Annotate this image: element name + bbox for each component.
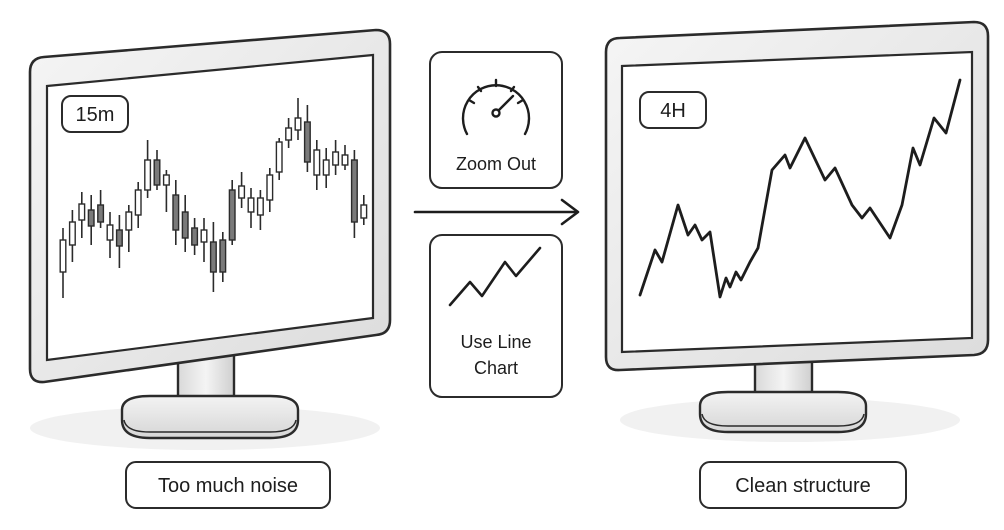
candle-body <box>153 159 161 186</box>
action-zoom-out-card: Zoom Out <box>429 51 563 189</box>
right-timeframe-label: 4H <box>660 100 686 122</box>
candle-body <box>172 194 180 231</box>
line-chart-label-line-2: Chart <box>474 358 518 378</box>
candle-body <box>322 159 330 176</box>
candle-body <box>78 203 86 221</box>
candle-body <box>294 117 302 131</box>
candle-body <box>313 149 321 176</box>
left-timeframe-badge <box>61 95 129 133</box>
candle-body <box>285 127 293 141</box>
candle-body <box>332 151 340 166</box>
candle-body <box>219 239 227 273</box>
action-line-chart-card: Use Line Chart <box>429 234 563 398</box>
candle-body <box>115 229 123 247</box>
candlestick-chart <box>59 98 368 298</box>
candle-body <box>106 224 114 241</box>
left-caption: Too much noise <box>125 461 331 509</box>
candle-body <box>191 227 199 246</box>
candle-body <box>134 189 142 216</box>
candle-body <box>200 229 208 243</box>
candle-body <box>125 211 133 231</box>
candle-body <box>144 159 152 191</box>
right-monitor: 4H <box>604 20 990 442</box>
candle-body <box>360 204 368 219</box>
left-caption-text: Too much noise <box>158 475 298 497</box>
left-monitor: 15m <box>28 28 392 450</box>
left-stand-base <box>120 394 300 440</box>
candle-body <box>68 221 76 246</box>
candle-body <box>341 154 349 166</box>
candle-body <box>59 239 67 273</box>
candle-body <box>275 141 283 173</box>
line-chart-label-line-1: Use Line <box>460 332 531 352</box>
candle-body <box>97 204 105 223</box>
right-timeframe-badge <box>639 91 707 129</box>
line-chart <box>638 78 962 299</box>
zoom-out-label: Zoom Out <box>456 154 536 174</box>
candle-body <box>228 189 236 241</box>
candle-body <box>247 197 255 213</box>
candle-body <box>181 211 189 239</box>
speedometer-icon <box>461 78 531 136</box>
right-caption-text: Clean structure <box>735 475 871 497</box>
left-timeframe-label: 15m <box>76 104 115 126</box>
right-screen <box>620 50 974 354</box>
candle-body <box>256 197 264 216</box>
line-chart-icon <box>448 246 542 307</box>
candle-body <box>238 185 246 199</box>
candle-body <box>209 241 217 273</box>
candle-body <box>162 174 170 186</box>
candle-body <box>350 159 358 223</box>
right-stand-base <box>698 390 868 434</box>
transition-arrow <box>413 198 580 226</box>
candle-body <box>303 121 311 163</box>
right-caption: Clean structure <box>699 461 907 509</box>
candle-body <box>87 209 95 227</box>
candle-body <box>266 174 274 201</box>
